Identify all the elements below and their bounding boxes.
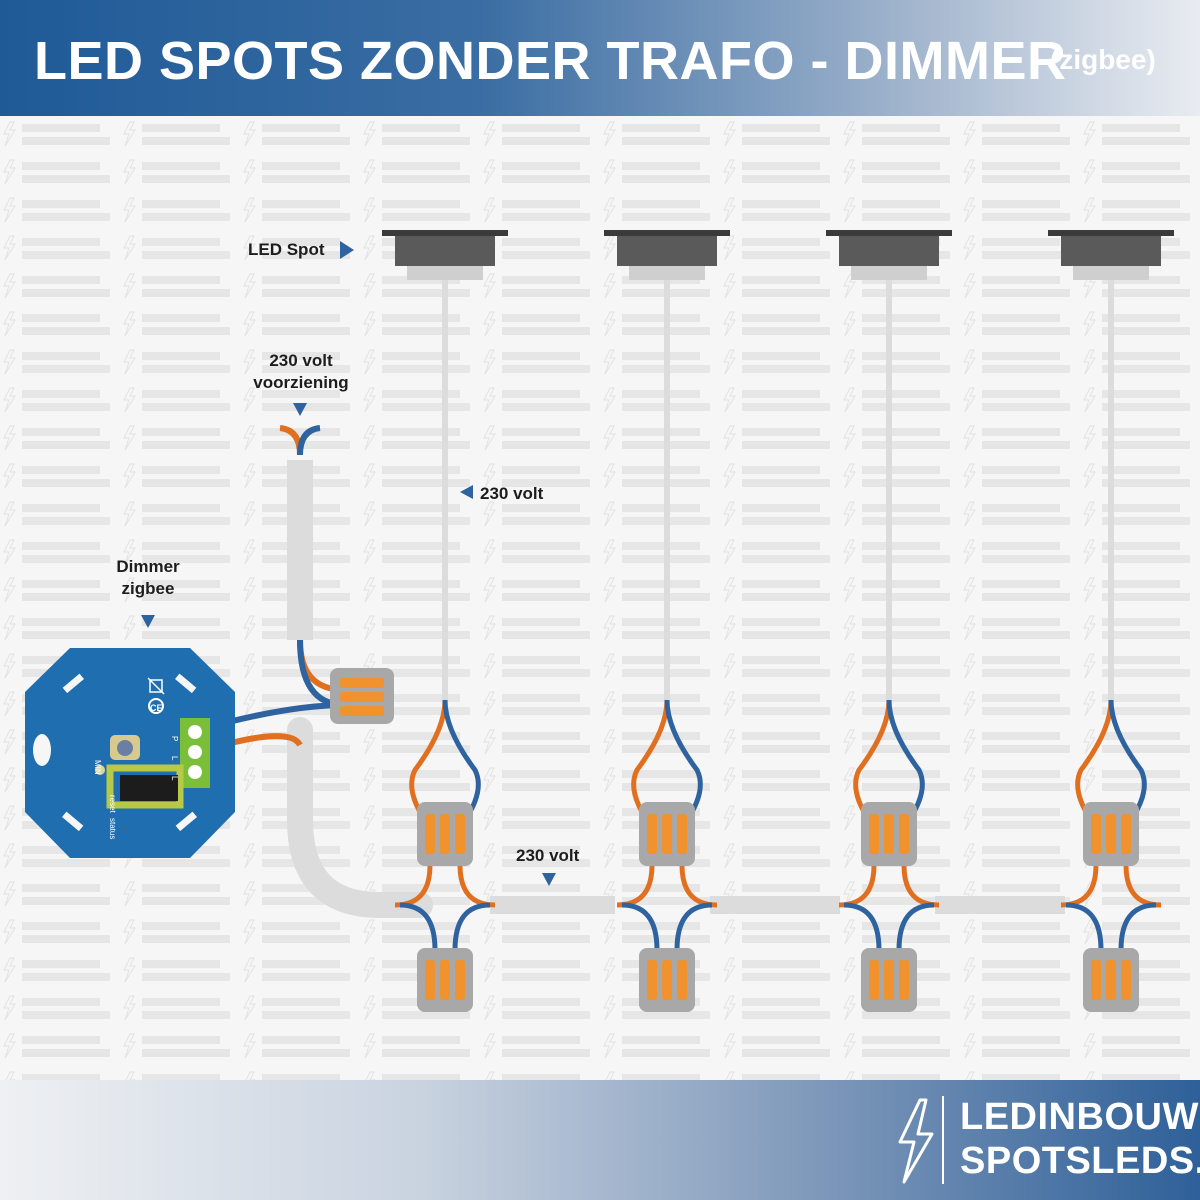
spot-connector-top-4 — [1083, 802, 1139, 866]
spot-connector-top-1 — [417, 802, 473, 866]
spot-connector-bottom-4 — [1083, 948, 1139, 1012]
label-dimmer: Dimmer zigbee — [100, 556, 196, 600]
label-dimmer-line1: Dimmer — [116, 557, 180, 576]
label-dimmer-line2: zigbee — [121, 579, 175, 598]
label-spot-voltage: 230 volt — [480, 484, 544, 503]
dimmer-min-mark: MIN — [93, 760, 102, 775]
brand-divider — [942, 1096, 944, 1184]
spot-connector-top-3 — [861, 802, 917, 866]
dimmer-l-mark: L — [170, 756, 179, 761]
ce-mark-icon: CE — [148, 698, 164, 714]
brand-line2: SPOTSLEDS.NL — [960, 1140, 1200, 1182]
lightning-icon — [898, 1098, 934, 1184]
dimmer-reset-mark: reset — [108, 795, 117, 814]
spot-connector-bottom-2 — [639, 948, 695, 1012]
header-bar: LED SPOTS ZONDER TRAFO - DIMMER (zigbee) — [0, 0, 1200, 116]
label-supply-line2: voorziening — [253, 373, 349, 392]
led-spot-3 — [826, 230, 952, 1012]
supply-connector — [330, 668, 394, 724]
brand-line1: LEDINBOUW — [960, 1096, 1199, 1138]
watermark-pattern — [0, 116, 1200, 1080]
spot-connector-bottom-1 — [417, 948, 473, 1012]
arrow-right-icon — [340, 241, 354, 259]
led-spot-4 — [1048, 230, 1174, 1012]
led-spot-2 — [604, 230, 730, 1012]
brand-logo: LEDINBOUW SPOTSLEDS.NL — [890, 1092, 1200, 1188]
label-led-spot: LED Spot — [248, 240, 325, 259]
arrow-down-icon — [141, 615, 155, 628]
dimmer-status-mark: status — [108, 818, 117, 839]
dimmer-p-mark: P — [170, 736, 179, 741]
recycle-bin-icon — [147, 677, 165, 695]
arrow-left-icon — [460, 485, 473, 499]
spot-connector-bottom-3 — [861, 948, 917, 1012]
svg-text:CE: CE — [150, 703, 163, 713]
page-title: LED SPOTS ZONDER TRAFO - DIMMER — [34, 31, 1067, 91]
led-spot-1 — [382, 230, 508, 1012]
bottom-cables — [490, 896, 1065, 914]
arrow-down-icon — [293, 403, 307, 416]
spot-connector-top-2 — [639, 802, 695, 866]
spots-group — [382, 230, 1174, 1012]
page-subtitle: (zigbee) — [1050, 44, 1156, 75]
label-supply-line1: 230 volt — [269, 351, 333, 370]
footer-bar — [0, 1080, 1200, 1200]
dimmer-l2-mark: L — [170, 776, 179, 781]
label-supply: 230 volt voorziening — [246, 350, 356, 394]
dimmer-unit: CE MIN reset status P L L — [25, 648, 235, 858]
arrow-down-icon — [542, 873, 556, 886]
label-bottom-voltage: 230 volt — [516, 846, 580, 865]
